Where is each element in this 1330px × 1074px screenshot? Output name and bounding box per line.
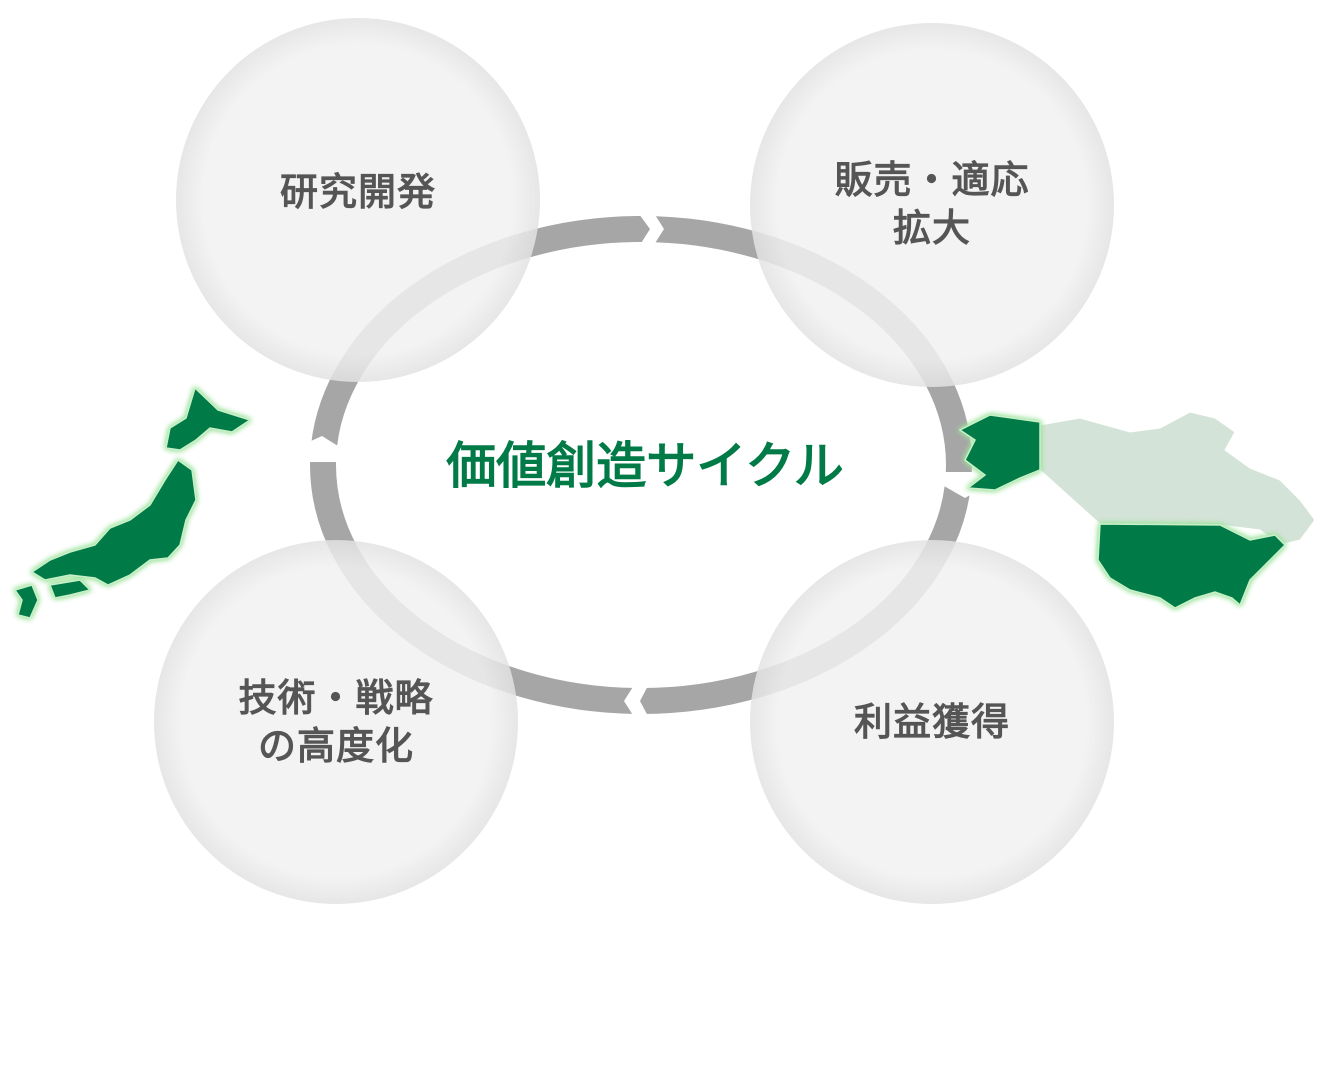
north-america-map-icon xyxy=(958,411,1316,609)
cycle-ring xyxy=(310,216,972,714)
arrow-notch-bottom xyxy=(624,682,650,720)
bubble-profit xyxy=(750,540,1114,904)
stage-label-sales-line2: 拡大 xyxy=(892,206,971,250)
stage-label-tech-line1: 技術・戦略 xyxy=(238,676,434,720)
stage-label-tech: 技術・戦略 の高度化 xyxy=(200,674,472,770)
arrow-notch-right xyxy=(944,472,986,498)
arrow-notch-top xyxy=(636,210,664,248)
bubble-sales xyxy=(750,23,1114,387)
stage-label-rnd: 研究開発 xyxy=(279,170,436,214)
alaska-shape xyxy=(958,414,1041,491)
arrow-notch-left xyxy=(300,436,338,462)
stage-label-sales: 販売・適応 拡大 xyxy=(800,156,1064,252)
diagram-title: 価値創造サイクル xyxy=(446,437,844,495)
stage-label-profit: 利益獲得 xyxy=(853,700,1010,744)
stage-label-sales-line1: 販売・適応 xyxy=(834,158,1030,202)
stage-label-tech-line2: の高度化 xyxy=(257,724,414,768)
usa-shape xyxy=(1097,523,1287,609)
bubble-tech xyxy=(154,540,518,904)
japan-map-icon xyxy=(13,386,252,619)
bubble-rnd xyxy=(176,18,540,382)
